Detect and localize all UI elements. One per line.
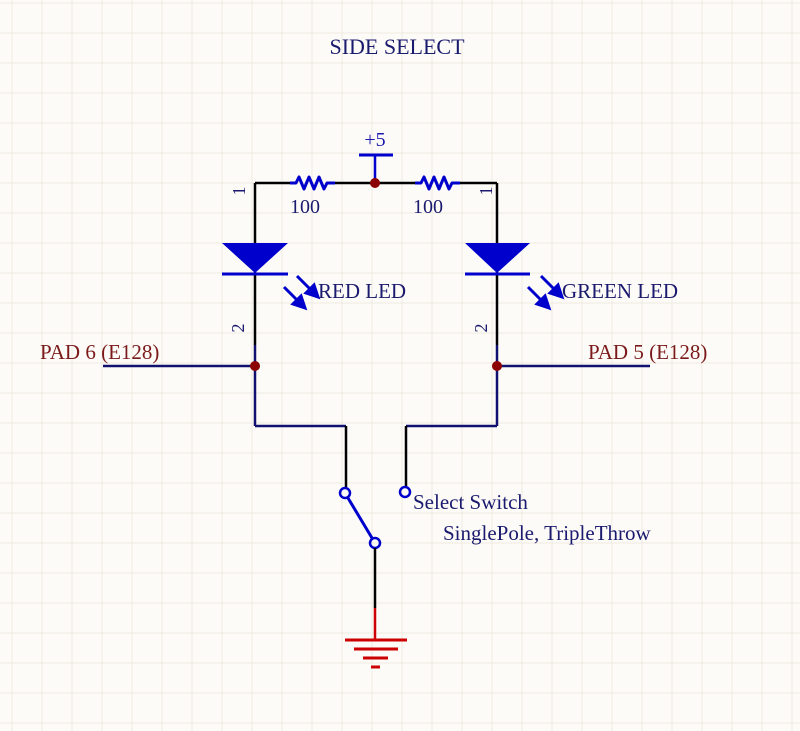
junction-dot bbox=[250, 361, 260, 371]
schematic-title: SIDE SELECT bbox=[329, 34, 465, 59]
switch-arm bbox=[346, 497, 374, 539]
pad6-net[interactable]: PAD 6 (E128) bbox=[40, 340, 255, 368]
pin1-label-right: 1 bbox=[476, 187, 496, 196]
pin1-label-left: 1 bbox=[229, 187, 249, 196]
led-label: RED LED bbox=[318, 279, 406, 303]
pad6-label: PAD 6 (E128) bbox=[40, 340, 159, 364]
junction-dot bbox=[492, 361, 502, 371]
resistor-value: 100 bbox=[413, 196, 443, 218]
resistor-value: 100 bbox=[290, 196, 320, 218]
power-symbol-5v[interactable]: +5 bbox=[359, 129, 393, 183]
light-arrows-icon bbox=[526, 274, 565, 311]
light-arrows-icon bbox=[282, 274, 321, 311]
power-label: +5 bbox=[364, 129, 385, 151]
pin2-label-left: 2 bbox=[228, 324, 248, 333]
junction-dot bbox=[370, 178, 380, 188]
led-label: GREEN LED bbox=[562, 279, 678, 303]
resistor-left[interactable]: 100 bbox=[290, 175, 335, 218]
pad5-label: PAD 5 (E128) bbox=[588, 340, 707, 364]
resistor-zigzag bbox=[290, 175, 335, 191]
switch-type-label: SinglePole, TripleThrow bbox=[443, 521, 652, 545]
led-green[interactable]: GREEN LED bbox=[465, 243, 678, 311]
led-red[interactable]: RED LED bbox=[222, 243, 406, 311]
diode-triangle bbox=[465, 243, 530, 273]
ground-icon[interactable] bbox=[345, 608, 407, 669]
pad5-net[interactable]: PAD 5 (E128) bbox=[497, 340, 707, 368]
switch-contact bbox=[398, 485, 412, 499]
select-switch[interactable]: Select Switch SinglePole, TripleThrow bbox=[338, 485, 652, 550]
switch-contact bbox=[338, 486, 352, 500]
switch-name-label: Select Switch bbox=[413, 490, 528, 514]
resistor-zigzag bbox=[415, 175, 460, 191]
pin2-label-right: 2 bbox=[471, 324, 491, 333]
diode-triangle bbox=[222, 243, 288, 273]
resistor-right[interactable]: 100 bbox=[413, 175, 460, 218]
